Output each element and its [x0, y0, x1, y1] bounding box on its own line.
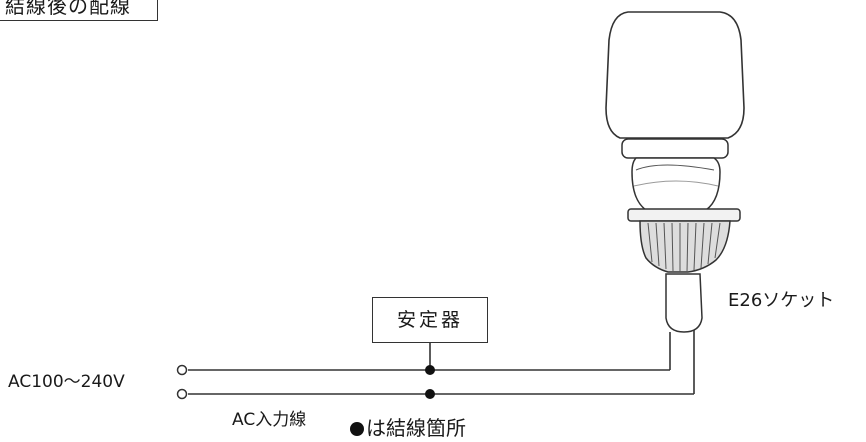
ac-voltage-label: AC100～240V [8, 372, 125, 392]
ballast-box: 安定器 [372, 297, 488, 343]
connection-dot-icon [350, 422, 364, 436]
bulb-collar [621, 138, 729, 159]
diagram-title: 結線後の配線 [0, 0, 158, 21]
bulb-band [627, 208, 741, 222]
terminal-top [176, 364, 188, 376]
legend-text: は結線箇所 [366, 416, 466, 440]
bulb-globe [605, 11, 745, 139]
bulb-heatsink [639, 220, 731, 273]
legend: は結線箇所 [350, 412, 466, 441]
e26-socket [665, 273, 703, 333]
terminal-bottom [176, 388, 188, 400]
connection-point-bottom [425, 389, 435, 399]
e26-socket-label: E26ソケット [728, 290, 835, 311]
ac-input-wire-label: AC入力線 [232, 410, 307, 430]
connection-point-top [425, 365, 435, 375]
